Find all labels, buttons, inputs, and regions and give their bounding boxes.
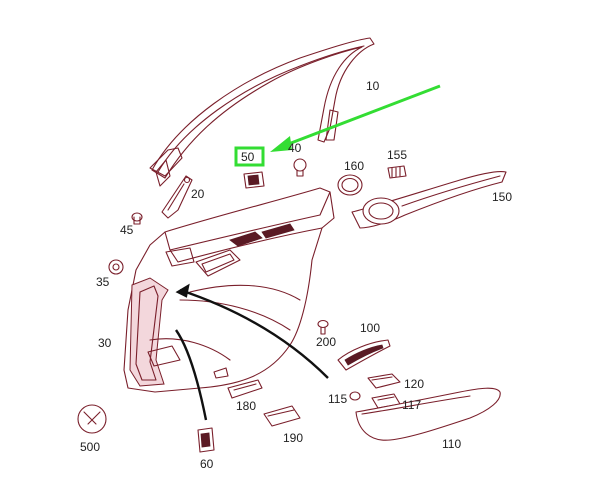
callout-155: 155 — [387, 148, 407, 162]
part-500-tool-symbol — [77, 404, 107, 434]
part-160-speaker-cover — [337, 174, 363, 196]
part-45-clip — [131, 212, 143, 225]
callout-120: 120 — [404, 377, 424, 391]
part-40-bulb — [293, 158, 307, 177]
callout-190: 190 — [283, 431, 303, 445]
callout-150: 150 — [492, 190, 512, 204]
part-10-window-frame-trim — [149, 37, 375, 187]
part-100-handle-bezel — [337, 339, 391, 371]
callout-100: 100 — [360, 321, 380, 335]
part-110-armrest — [355, 387, 501, 441]
callout-115: 115 — [328, 392, 347, 406]
callout-50: 50 — [241, 150, 255, 164]
callout-110: 110 — [442, 437, 461, 451]
callout-117: 117 — [402, 398, 421, 412]
callout-10: 10 — [366, 79, 380, 93]
callout-160: 160 — [344, 159, 364, 173]
part-60-switch — [197, 427, 215, 453]
part-150-trim-strip — [351, 170, 507, 229]
part-20-mirror-triangle-cover — [161, 175, 193, 219]
callout-500: 500 — [80, 440, 100, 454]
part-50-switch-block — [243, 171, 265, 189]
part-115-screw — [349, 391, 361, 401]
part-180-bracket — [227, 379, 263, 399]
callout-45: 45 — [120, 223, 134, 237]
callout-20: 20 — [191, 187, 205, 201]
highlight-arrow — [270, 84, 441, 152]
part-200-screw — [317, 319, 329, 335]
callout-200: 200 — [316, 335, 336, 349]
part-120-switch-unit — [367, 373, 401, 389]
callout-60: 60 — [200, 457, 214, 471]
highlight-box-50 — [234, 146, 265, 167]
part-30-door-trim-panel — [123, 187, 335, 393]
part-155-clip-bracket — [387, 165, 407, 179]
callout-30: 30 — [98, 336, 112, 350]
callout-180: 180 — [236, 399, 256, 413]
callout-40: 40 — [288, 141, 302, 155]
part-190-bracket-block — [263, 405, 301, 427]
leader-lines — [175, 283, 329, 421]
callout-35: 35 — [96, 275, 110, 289]
part-35-rivet — [108, 259, 124, 275]
